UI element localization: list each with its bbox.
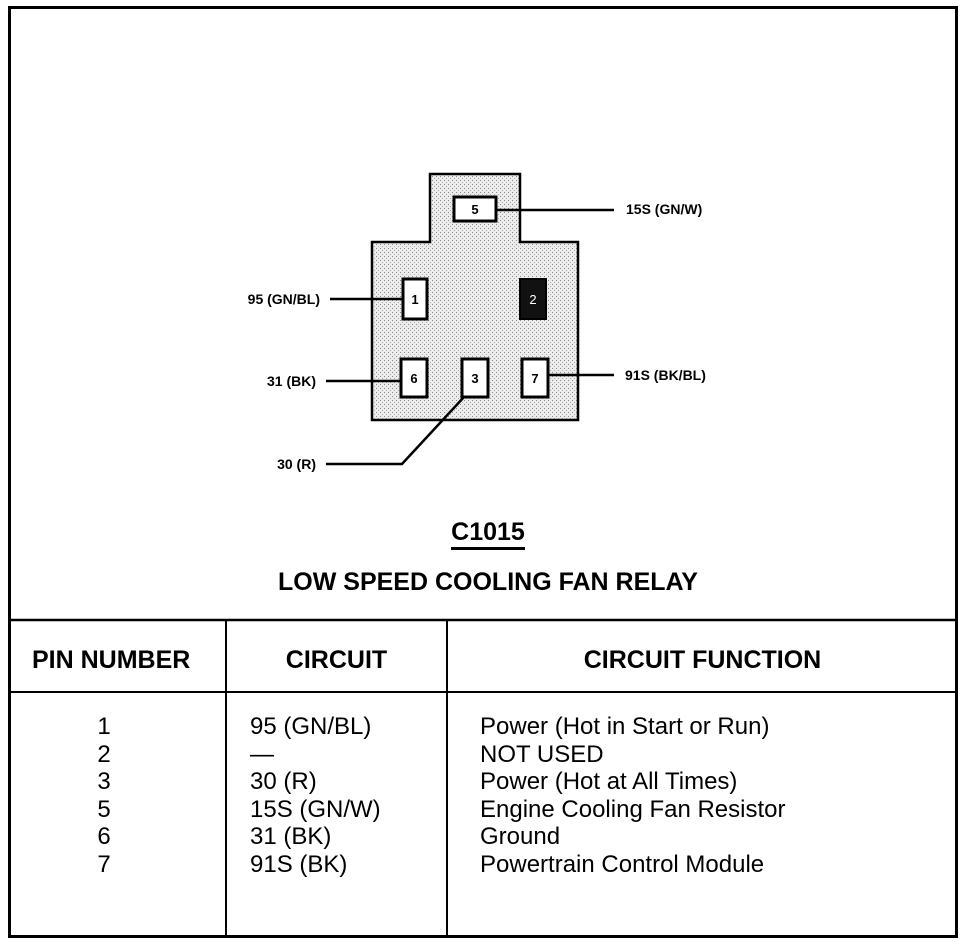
- table-cell-pin: 7: [97, 850, 111, 878]
- table-cell-circuit: 95 (GN/BL): [250, 713, 372, 740]
- pin-2-terminal-unused: 2: [519, 278, 547, 320]
- table-cell-circuit: 91S (BK): [250, 850, 348, 878]
- table-cell-circuit: 15S (GN/W): [250, 795, 381, 823]
- pin-3-number: 3: [471, 371, 478, 386]
- table-cell-function: Powertrain Control Module: [480, 850, 765, 878]
- pin-5-circuit-label: 15S (GN/W): [626, 201, 702, 217]
- pin-2-number: 2: [529, 292, 536, 307]
- pin-1-terminal: 1: [401, 277, 429, 321]
- header-circuit: CIRCUIT: [285, 646, 388, 674]
- table-cell-function: Power (Hot at All Times): [480, 768, 738, 795]
- pin-3-terminal: 3: [460, 357, 490, 399]
- pin-5-terminal: 5: [452, 195, 498, 223]
- table-cell-pin: 3: [97, 768, 111, 795]
- pin-7-number: 7: [531, 371, 538, 386]
- table-cell-circuit: 30 (R): [250, 768, 317, 795]
- table-cell-function: Engine Cooling Fan Resistor: [480, 795, 786, 823]
- table-cell-circuit: 31 (BK): [250, 823, 332, 850]
- header-circuit-function: CIRCUIT FUNCTION: [583, 646, 822, 674]
- table-cell-pin: 5: [97, 795, 111, 823]
- pin-3-lead: [326, 396, 465, 466]
- pin-3-circuit-label: 30 (R): [277, 456, 316, 472]
- diagram-frame: [8, 6, 958, 938]
- table-cell-function: NOT USED: [480, 740, 604, 768]
- pin-5-number: 5: [471, 202, 478, 217]
- table-cell-pin: 1: [97, 713, 111, 740]
- connector-title: LOW SPEED COOLING FAN RELAY: [278, 568, 698, 596]
- table-cell-pin: 6: [97, 823, 111, 850]
- pin-6-circuit-label: 31 (BK): [267, 373, 316, 389]
- table-cell-circuit: —: [250, 740, 274, 768]
- header-pin-number: PIN NUMBER: [32, 646, 191, 674]
- table-cell-function: Ground: [480, 823, 561, 850]
- pin-7-circuit-label: 91S (BK/BL): [625, 367, 706, 383]
- pin-1-circuit-label: 95 (GN/BL): [248, 291, 320, 307]
- pin-6-terminal: 6: [399, 357, 429, 399]
- connector-id: C1015: [0, 518, 976, 550]
- table-cell-pin: 2: [97, 740, 111, 768]
- pin-7-terminal: 7: [520, 357, 550, 399]
- table-cell-function: Power (Hot in Start or Run): [480, 713, 770, 740]
- connector-id-text: C1015: [451, 518, 525, 550]
- pin-1-number: 1: [411, 292, 418, 307]
- pin-6-number: 6: [410, 371, 417, 386]
